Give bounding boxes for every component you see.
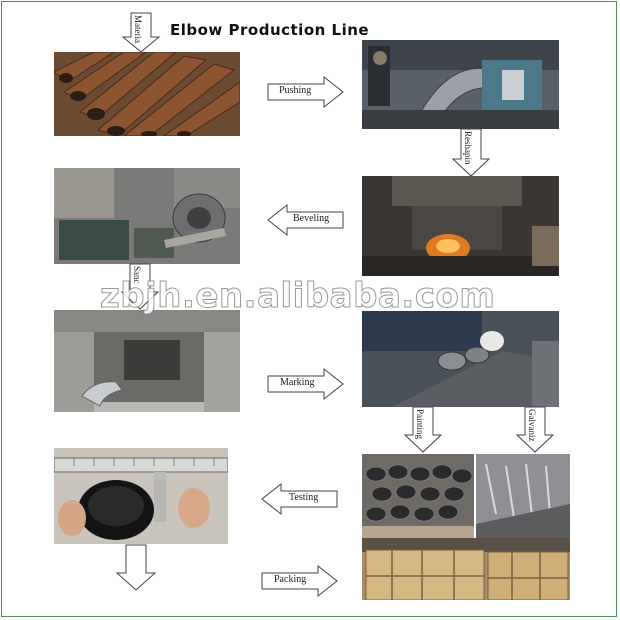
testing-arrow: Testing bbox=[261, 482, 338, 516]
marking-label: Marking bbox=[280, 377, 315, 388]
painting-arrow: Painting bbox=[403, 406, 443, 453]
caliper-testing-photo bbox=[54, 448, 228, 544]
watermark: zbjh.en.alibaba.com bbox=[99, 276, 496, 317]
marking-arrow: Marking bbox=[267, 367, 344, 401]
raw-pipes-photo bbox=[54, 52, 240, 136]
packing-arrow: Packing bbox=[261, 564, 338, 598]
diagram-title: Elbow Production Line bbox=[170, 21, 370, 39]
wooden-crates-photo bbox=[362, 538, 570, 600]
reshaping-label: Reshapin bbox=[463, 131, 473, 165]
material-label: Materia bbox=[133, 15, 143, 43]
sandblasting-arrow: Sanc bbox=[120, 263, 160, 310]
galvanizing-label: Galvaniz bbox=[527, 409, 537, 442]
beveling-label: Beveling bbox=[293, 213, 330, 224]
sandblasting-photo bbox=[54, 310, 240, 412]
sandblasting-label: Sanc bbox=[132, 266, 142, 284]
beveling-photo bbox=[54, 168, 240, 264]
material-arrow: Materia bbox=[121, 12, 161, 53]
packing-label: Packing bbox=[274, 574, 307, 585]
testing-label: Testing bbox=[289, 492, 319, 503]
galvanizing-arrow: Galvaniz bbox=[515, 406, 555, 453]
marking-photo bbox=[362, 311, 559, 407]
hot-reshaping-photo bbox=[362, 176, 559, 276]
pushing-arrow: Pushing bbox=[267, 75, 344, 109]
pushing-label: Pushing bbox=[279, 85, 312, 96]
galvanizing-photo bbox=[476, 454, 570, 538]
painting-label: Painting bbox=[415, 409, 425, 440]
beveling-arrow: Beveling bbox=[267, 203, 344, 237]
final-down-arrow bbox=[115, 544, 157, 591]
painted-elbows-photo bbox=[362, 454, 474, 538]
pushing-machine-photo bbox=[362, 40, 559, 129]
reshaping-arrow: Reshapin bbox=[451, 128, 491, 177]
